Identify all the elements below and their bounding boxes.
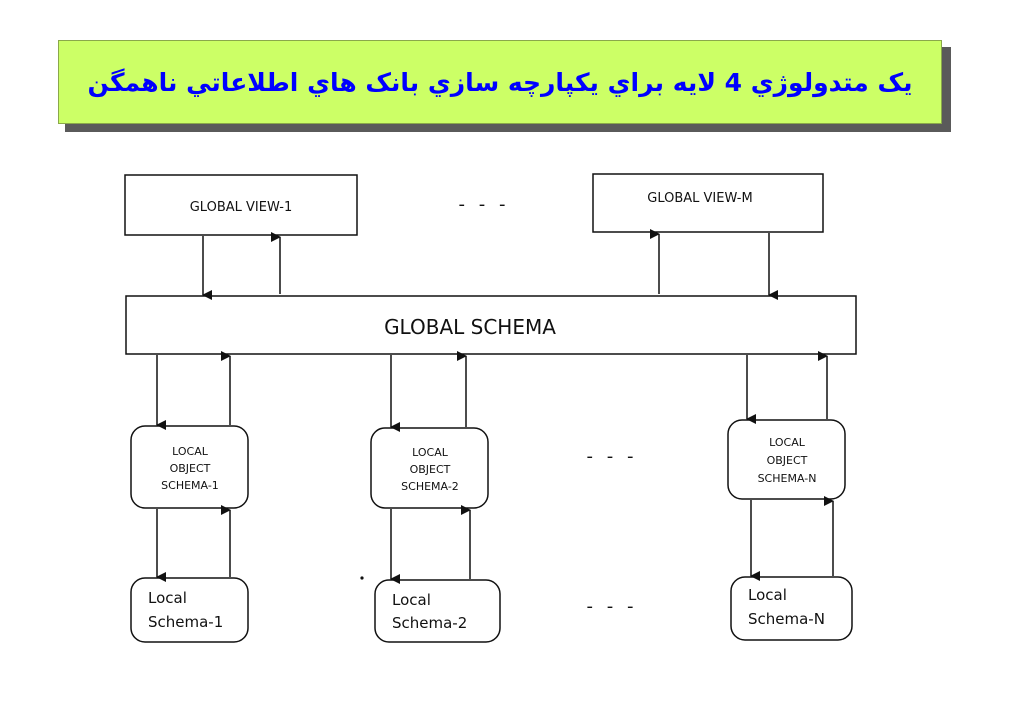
local-schema-box-1: Local Schema-1 bbox=[130, 577, 249, 643]
global-view-box-1: GLOBAL VIEW-1 bbox=[124, 174, 358, 236]
global-view-label-1: GLOBAL VIEW-1 bbox=[190, 200, 293, 215]
title-banner: يک متدولوژي 4 لايه براي يکپارچه سازي بان… bbox=[58, 40, 942, 124]
local-schema-1-line-2: Schema-1 bbox=[148, 613, 223, 631]
arrows-schema-local-object bbox=[156, 351, 828, 432]
lo-schema-n-line-3: SCHEMA-N bbox=[758, 472, 817, 485]
global-view-label-m: GLOBAL VIEW-M bbox=[647, 191, 752, 206]
lo-schema-2-line-2: OBJECT bbox=[410, 463, 451, 476]
local-object-schema-box-1: LOCAL OBJECT SCHEMA-1 bbox=[130, 425, 249, 509]
arrows-local-object-local bbox=[156, 496, 834, 584]
local-schema-n-line-1: Local bbox=[748, 586, 787, 604]
local-schema-box-n: Local Schema-N bbox=[730, 576, 853, 641]
global-view-box-m: GLOBAL VIEW-M bbox=[592, 173, 824, 233]
ellipsis-middle: - - - bbox=[587, 446, 638, 467]
local-schema-1-line-1: Local bbox=[148, 589, 187, 607]
ellipsis-top: - - - bbox=[459, 194, 510, 215]
lo-schema-n-line-1: LOCAL bbox=[769, 436, 806, 449]
local-object-schema-box-2: LOCAL OBJECT SCHEMA-2 bbox=[370, 427, 489, 509]
lo-schema-1-line-1: LOCAL bbox=[172, 445, 209, 458]
local-schema-box-2: Local Schema-2 bbox=[374, 579, 501, 643]
global-schema-box: GLOBAL SCHEMA bbox=[125, 295, 857, 355]
ellipsis-bottom: - - - bbox=[587, 596, 638, 617]
local-object-schema-box-n: LOCAL OBJECT SCHEMA-N bbox=[727, 419, 846, 500]
lo-schema-1-line-2: OBJECT bbox=[170, 462, 211, 475]
local-schema-2-line-1: Local bbox=[392, 591, 431, 609]
stray-dot bbox=[360, 576, 364, 580]
arrows-views-schema bbox=[202, 229, 778, 300]
lo-schema-1-line-3: SCHEMA-1 bbox=[161, 479, 219, 492]
global-schema-label: GLOBAL SCHEMA bbox=[384, 315, 556, 339]
slide-title: يک متدولوژي 4 لايه براي يکپارچه سازي بان… bbox=[87, 67, 913, 97]
lo-schema-2-line-3: SCHEMA-2 bbox=[401, 480, 459, 493]
lo-schema-n-line-2: OBJECT bbox=[767, 454, 808, 467]
local-schema-n-line-2: Schema-N bbox=[748, 610, 825, 628]
local-schema-2-line-2: Schema-2 bbox=[392, 614, 467, 632]
lo-schema-2-line-1: LOCAL bbox=[412, 446, 449, 459]
